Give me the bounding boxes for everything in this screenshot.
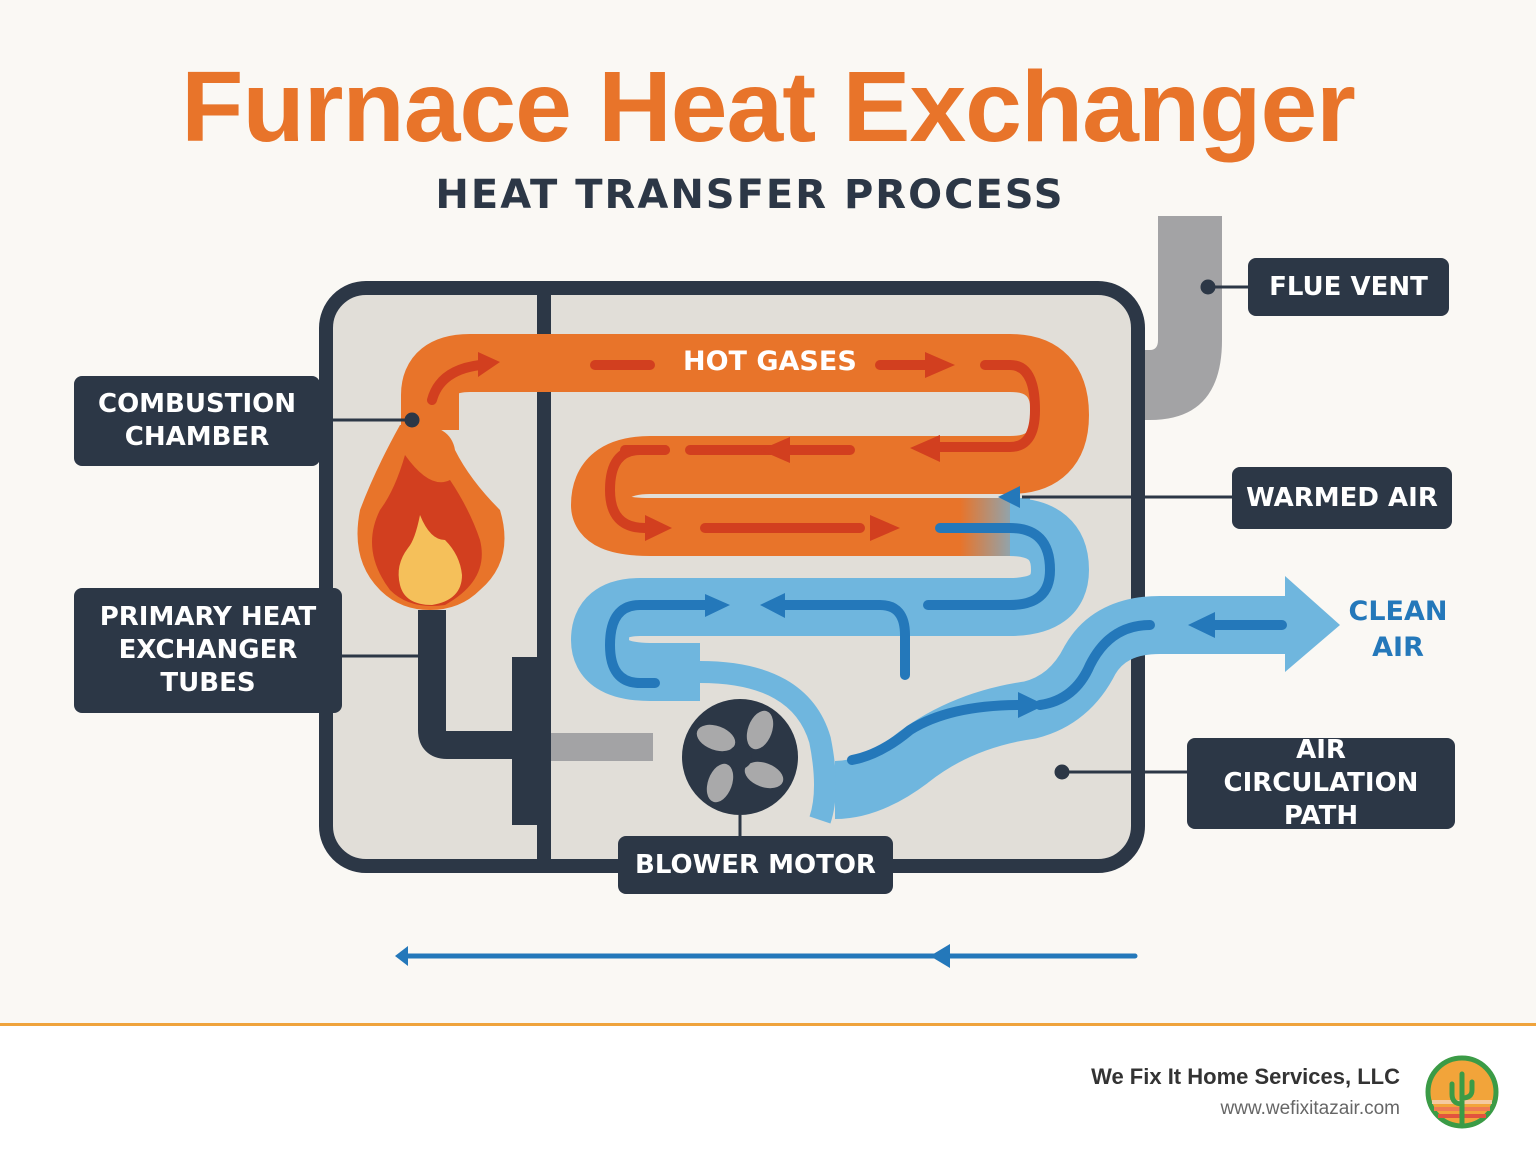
label-combustion-chamber: COMBUSTION CHAMBER: [74, 376, 320, 466]
company-name: We Fix It Home Services, LLC: [1091, 1064, 1400, 1089]
flue-vent-pipe: [1140, 216, 1222, 420]
company-url: www.wefixitazair.com: [1220, 1098, 1401, 1119]
label-flue-vent: FLUE VENT: [1248, 258, 1449, 316]
cactus-logo-icon: [1425, 1055, 1499, 1129]
label-air-circulation-path: AIR CIRCULATION PATH: [1187, 735, 1455, 831]
clean-air-label: CLEAN AIR: [1348, 596, 1448, 663]
hot-gases-label: HOT GASES: [683, 346, 857, 377]
blower-fan-icon: [682, 699, 798, 838]
footer-divider: [0, 1023, 1536, 1026]
footer: [0, 1026, 1536, 1154]
label-blower-motor: BLOWER MOTOR: [618, 836, 893, 894]
page-title: Furnace Heat Exchanger: [181, 51, 1356, 163]
label-primary-heat-exchanger-tubes: PRIMARY HEAT EXCHANGER TUBES: [74, 588, 342, 713]
flame-icon: [357, 424, 505, 610]
cool-air-arrows: [604, 523, 1287, 765]
return-air-arrow: [395, 944, 1138, 968]
furnace-diagram: [318, 216, 1340, 968]
page-subtitle: HEAT TRANSFER PROCESS: [435, 172, 1065, 218]
label-warmed-air: WARMED AIR: [1232, 467, 1452, 529]
